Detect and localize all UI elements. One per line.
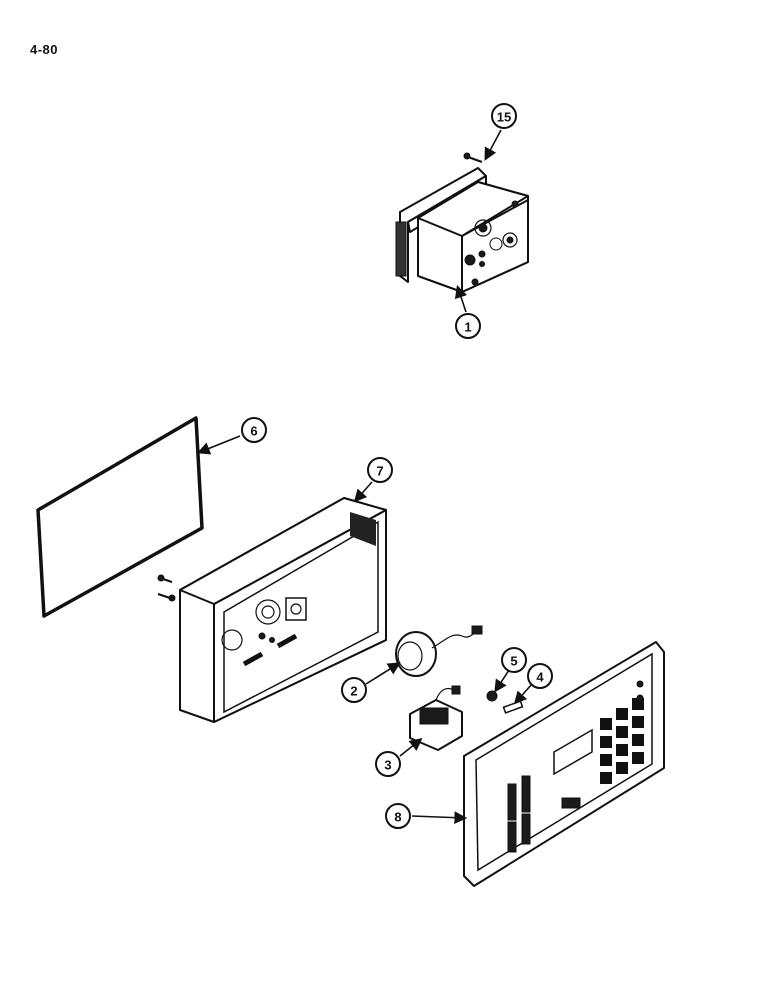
callout-8: 8 [385, 803, 411, 829]
callout-7: 7 [367, 457, 393, 483]
bracket-part-3 [409, 685, 463, 751]
callout-6: 6 [241, 417, 267, 443]
front-panel-part-8 [463, 641, 665, 887]
svg-text:7: 7 [376, 464, 383, 479]
svg-text:2: 2 [350, 684, 357, 699]
housing-box-part-7 [157, 497, 387, 723]
page-number: 4-80 [30, 42, 59, 57]
callout-1: 1 [455, 313, 481, 339]
svg-text:1: 1 [464, 320, 471, 335]
buzzer-part-2 [395, 625, 483, 677]
svg-text:6: 6 [250, 424, 257, 439]
svg-text:4: 4 [536, 670, 544, 685]
callout-5: 5 [501, 647, 527, 673]
module-housing-part-1 [395, 152, 529, 293]
gasket-part-6 [36, 416, 204, 618]
callout-2: 2 [341, 677, 367, 703]
svg-text:15: 15 [497, 110, 511, 125]
callout-15: 15 [491, 103, 517, 129]
nut-part-5 [486, 690, 498, 702]
callout-3: 3 [375, 751, 401, 777]
callout-4: 4 [527, 663, 553, 689]
svg-text:5: 5 [510, 654, 517, 669]
fuse-part-4 [502, 700, 524, 714]
svg-text:8: 8 [394, 810, 401, 825]
svg-text:3: 3 [384, 758, 391, 773]
